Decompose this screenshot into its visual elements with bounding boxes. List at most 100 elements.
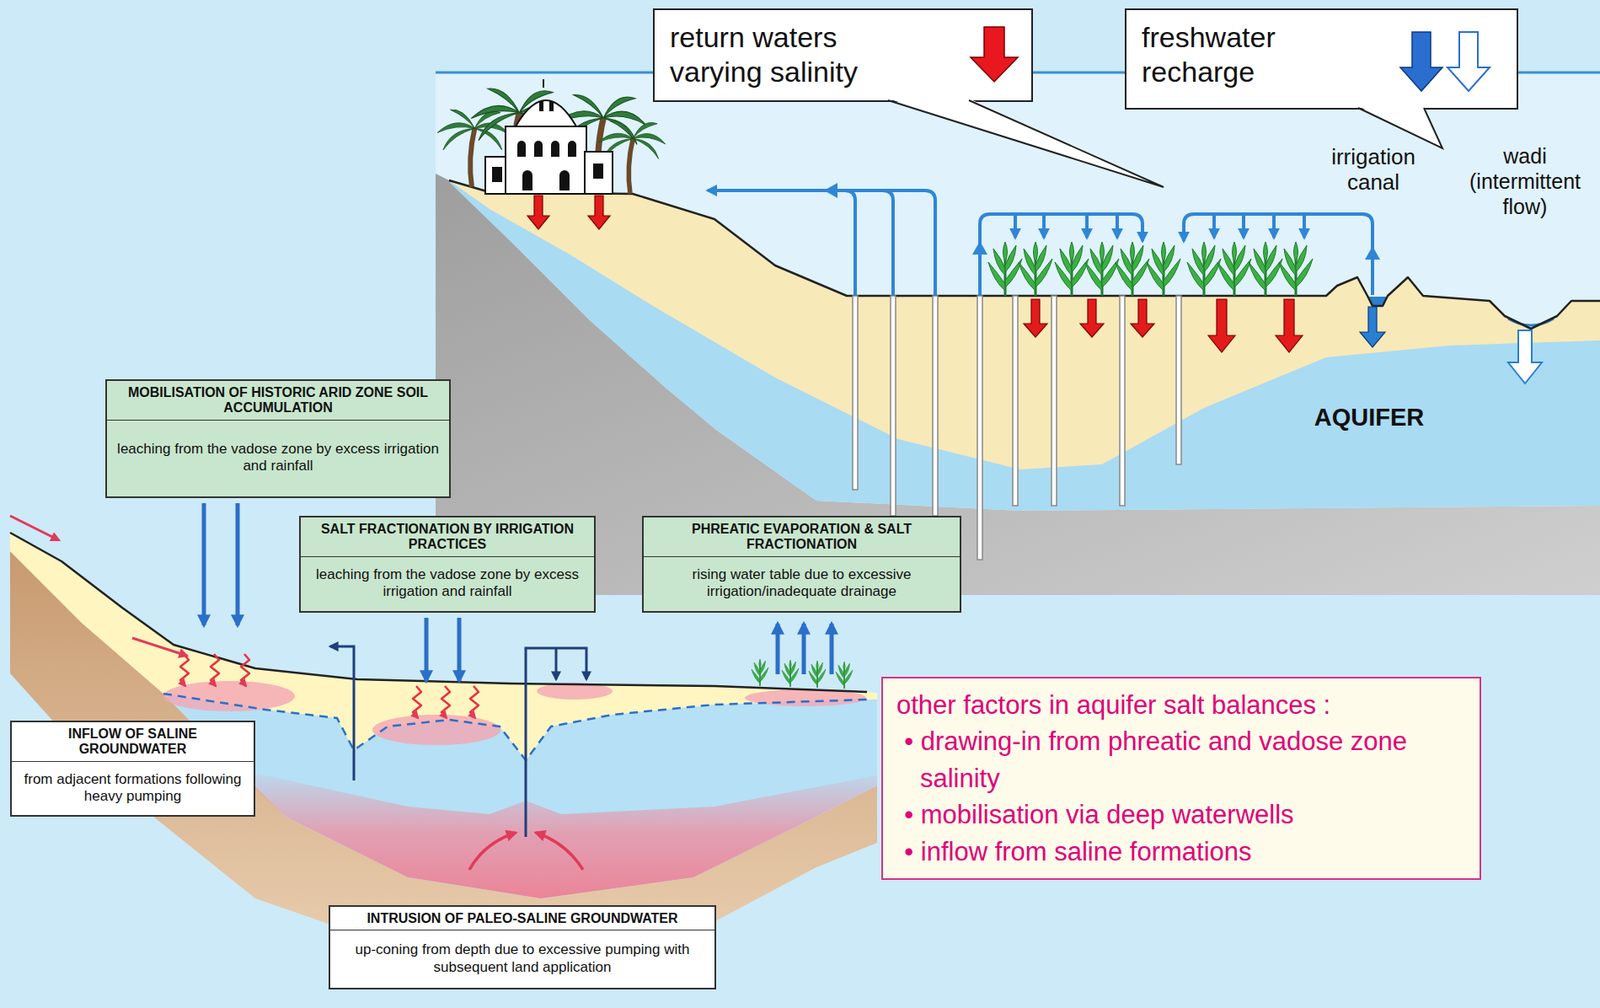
- water-pipe: [1013, 214, 1017, 238]
- salinity-patch: [372, 714, 501, 745]
- town-building: [551, 140, 560, 157]
- crop-icon: [1248, 241, 1283, 296]
- return-water-arrow: [1023, 299, 1048, 338]
- town-building: [584, 151, 613, 194]
- part-label: irrigation canal: [1314, 144, 1433, 196]
- salt-leaching-arrow: [470, 685, 479, 718]
- inset-section: [435, 72, 1600, 595]
- crop-icon: [988, 241, 1023, 296]
- process-box: INTRUSION OF PALEO-SALINE GROUNDWATERup-…: [328, 904, 717, 990]
- process-box: PHREATIC EVAPORATION & SALT FRACTIONATIO…: [642, 515, 962, 613]
- note-bullet: • mobilisation via deep waterwells: [896, 796, 1467, 833]
- well-casing: [1012, 295, 1018, 506]
- salt-leaching-arrow: [412, 685, 422, 718]
- saline-inflow-arrow: [469, 832, 516, 870]
- water-pipe: [1183, 214, 1373, 295]
- crop-icon: [808, 660, 826, 688]
- infiltration-arrow: [235, 503, 241, 626]
- recharge-arrow: [1359, 306, 1386, 348]
- town-building: [559, 170, 570, 191]
- crop-icon: [988, 241, 1313, 296]
- box-text: leaching from the vadose zone by excess …: [107, 420, 450, 497]
- recharge-outline-icon: [1447, 32, 1490, 91]
- water-table: [163, 693, 867, 760]
- water-pipe: [882, 190, 894, 296]
- salinity-patch: [163, 680, 867, 745]
- salt-leaching-arrow: [180, 653, 189, 686]
- palm-tree: [437, 88, 665, 194]
- inset-sky: [435, 72, 1600, 595]
- saline-inflow-arrow: [535, 832, 584, 870]
- note-bullet: • drawing-in from phreatic and vadose zo…: [896, 722, 1467, 797]
- return-water-arrow: [588, 195, 611, 230]
- callout-text: return waters varying salinity: [669, 20, 923, 90]
- process-box: MOBILISATION OF HISTORIC ARID ZONE SOIL …: [105, 379, 451, 498]
- water-pipe: [707, 190, 936, 296]
- well: [330, 646, 354, 781]
- part-label: wadi (intermittent flow): [1457, 143, 1593, 220]
- return-water-arrow: [1275, 299, 1303, 353]
- water-pipe: [1042, 214, 1046, 238]
- vadose-zone: [449, 180, 1600, 470]
- flow-arrowhead: [1364, 246, 1381, 260]
- well-casing: [977, 295, 983, 560]
- callout-pointer: [888, 100, 1164, 188]
- crop-icon: [835, 661, 853, 689]
- evaporation-arrow: [775, 623, 781, 675]
- crop-icon: [1018, 241, 1053, 296]
- callout-text: freshwater recharge: [1141, 20, 1353, 90]
- box-heading: INTRUSION OF PALEO-SALINE GROUNDWATER: [330, 906, 715, 931]
- note-heading: other factors in aquifer salt balances :: [896, 686, 1467, 723]
- crop-icon: [751, 658, 769, 686]
- callout-pointer: [1358, 107, 1443, 149]
- callout-box: freshwater recharge: [1124, 8, 1519, 110]
- salt-leaching-arrow: [240, 653, 250, 686]
- town-building: [517, 140, 526, 157]
- process-box: INFLOW OF SALINE GROUNDWATERfrom adjacen…: [10, 720, 256, 817]
- well-casing: [1051, 295, 1057, 506]
- crop-icon: [1187, 241, 1221, 296]
- water-pipe: [1085, 214, 1089, 238]
- box-heading: PHREATIC EVAPORATION & SALT FRACTIONATIO…: [643, 517, 960, 557]
- return-water-arrow: [1208, 299, 1236, 353]
- well-casing: [1119, 295, 1125, 506]
- bedrock: [435, 173, 1600, 595]
- salt-leaching-arrow: [210, 653, 220, 686]
- town-building: [567, 140, 577, 157]
- town-building: [492, 101, 604, 191]
- water-pipe: [845, 190, 856, 296]
- flow-arrowhead: [824, 182, 838, 198]
- crop-icon: [1146, 241, 1181, 296]
- region-label: AQUIFER: [1295, 402, 1443, 433]
- box-text: up-coning from depth due to excessive pu…: [330, 930, 715, 988]
- water-pipe: [1212, 214, 1216, 238]
- infiltration-arrow: [457, 617, 462, 681]
- town-building: [539, 101, 544, 112]
- water-pipe: [1115, 214, 1119, 238]
- crop-icon: [1054, 241, 1089, 296]
- well: [555, 647, 558, 680]
- box-heading: INFLOW OF SALINE GROUNDWATER: [11, 722, 254, 762]
- evaporation-arrow: [829, 623, 835, 675]
- town-building: [505, 126, 587, 194]
- crop-icon: [1115, 241, 1150, 296]
- well-casing: [852, 295, 858, 490]
- ground-surface: [449, 180, 1600, 329]
- crop-icon: [751, 658, 853, 689]
- well-casing: [890, 295, 896, 516]
- infiltration-arrow: [424, 617, 429, 681]
- return-water-arrow: [1080, 299, 1104, 338]
- return-water-arrow: [1130, 299, 1155, 338]
- crop-icon: [1217, 241, 1252, 296]
- water-pipe: [1272, 214, 1276, 238]
- flow-arrowhead: [972, 240, 988, 255]
- box-heading: SALT FRACTIONATION BY IRRIGATION PRACTIC…: [300, 517, 594, 557]
- box-heading: MOBILISATION OF HISTORIC ARID ZONE SOIL …: [107, 380, 450, 421]
- infiltration-arrow: [202, 503, 207, 626]
- recharge-icon: [1400, 32, 1443, 91]
- note-box: other factors in aquifer salt balances :…: [881, 676, 1482, 880]
- water-pipe: [1302, 214, 1306, 238]
- crop-icon: [781, 659, 799, 687]
- evaporation-arrow: [802, 623, 807, 675]
